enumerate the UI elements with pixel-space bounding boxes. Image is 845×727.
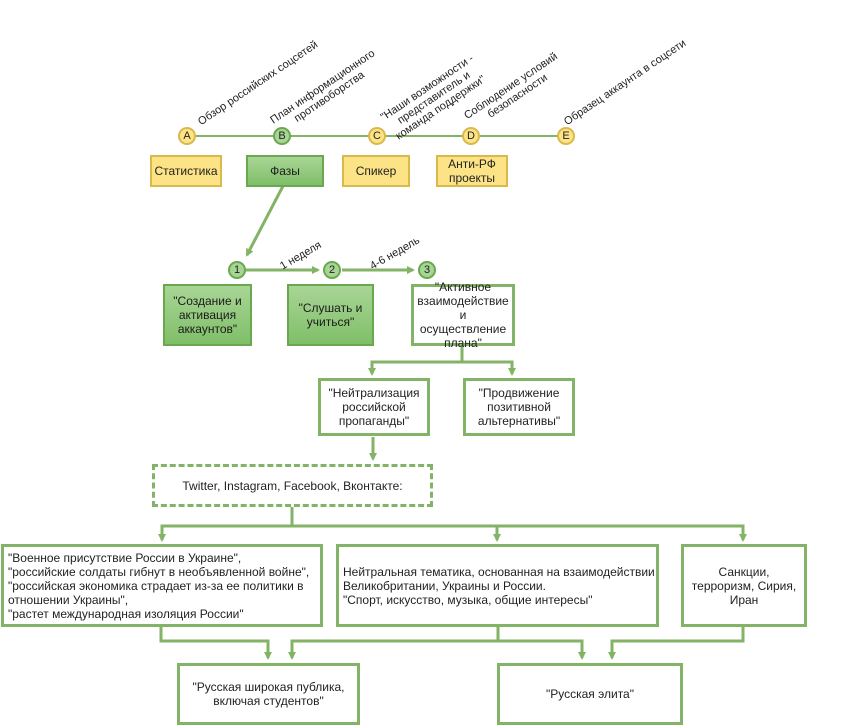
box-neutralize-propaganda: "Нейтрализация российской пропаганды" xyxy=(318,378,430,436)
arrow-to-goal2 xyxy=(462,360,516,376)
timeline-node-e: E xyxy=(557,127,575,145)
box-phases: Фазы xyxy=(246,155,324,187)
arrow-to-goal1 xyxy=(368,346,464,376)
arrow-to-msg-middle xyxy=(292,524,501,542)
box-messages-middle: Нейтральная тематика, основанная на взаи… xyxy=(336,544,659,627)
phase-step-1: 1 xyxy=(228,261,246,279)
timeline-node-c: C xyxy=(368,127,386,145)
box-statistics: Статистика xyxy=(150,155,222,187)
message-line: "российская экономика страдает из-за ее … xyxy=(8,578,304,607)
message-line: "растет международная изоляция России" xyxy=(8,606,244,621)
box-active-interaction: "Активное взаимодействие и осуществление… xyxy=(411,280,515,350)
box-anti-rf-projects: Анти-РФ проекты xyxy=(436,155,508,187)
box-create-accounts: "Создание и активация аккаунтов" xyxy=(163,284,252,346)
message-line: "Военное присутствие России в Украине", xyxy=(8,550,242,565)
box-social-networks: Twitter, Instagram, Facebook, Вконтакте: xyxy=(152,464,433,507)
box-messages-left: "Военное присутствие России в Украине", … xyxy=(1,544,323,627)
phase-step-3: 3 xyxy=(418,261,436,279)
message-line: "Спорт, искусство, музыка, общие интерес… xyxy=(343,592,593,607)
box-listen-and-learn: "Слушать и учиться" xyxy=(287,284,374,346)
box-promote-alternative: "Продвижение позитивной альтернативы" xyxy=(463,378,575,436)
timeline-node-d: D xyxy=(462,127,480,145)
arrow-right-to-elite xyxy=(608,627,745,660)
box-audience-elite: "Русская элита" xyxy=(497,663,683,725)
arrow-left-to-public xyxy=(159,627,272,660)
arrow-middle-to-public xyxy=(288,627,500,660)
message-line: "российские солдаты гибнут в необъявленн… xyxy=(8,564,310,579)
arrow-middle-to-elite xyxy=(498,639,586,660)
message-line: Нейтральная тематика, основанная на взаи… xyxy=(343,564,655,593)
arrow-phases-to-step1 xyxy=(245,185,285,257)
box-speaker: Спикер xyxy=(342,155,410,187)
box-audience-public: "Русская широкая публика, включая студен… xyxy=(177,663,360,725)
box-messages-right: Санкции, терроризм, Сирия, Иран xyxy=(681,544,807,627)
phase-step-2: 2 xyxy=(323,261,341,279)
arrow-to-msg-right xyxy=(497,524,747,542)
timeline-node-b: B xyxy=(273,127,291,145)
timeline-node-a: A xyxy=(178,127,196,145)
arrow-to-msg-left xyxy=(158,506,294,542)
